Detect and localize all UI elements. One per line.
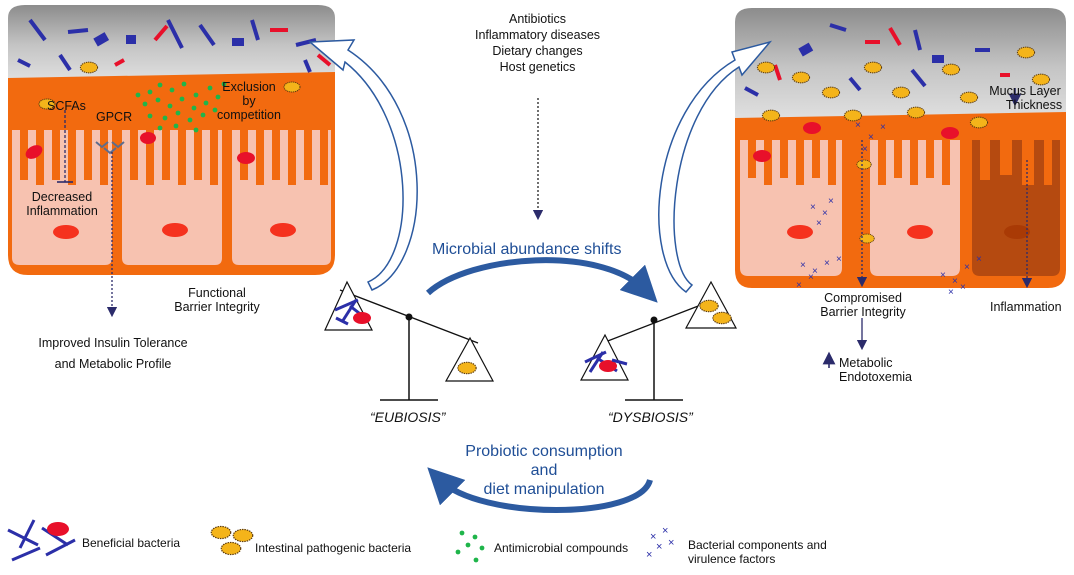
svg-text:×: × [824,258,830,269]
left-outline-arrow [308,39,418,291]
factor-item: Antibiotics [509,12,566,26]
right-tissue-bacteria [753,122,959,162]
svg-text:×: × [656,541,662,553]
probiotic-arrow [427,467,653,513]
microbial-shift-arrow [425,257,658,303]
functional-barrier-label: Functional Barrier Integrity [174,286,260,314]
right-bacterial-components: ××× ××× ××× ××× ××× ××× ×× [796,120,982,298]
svg-text:×: × [976,254,982,265]
svg-text:×: × [810,202,816,213]
legend-beneficial-icon [7,519,76,562]
legend-pathogenic-label: Intestinal pathogenic bacteria [255,541,412,555]
dysbiosis-scale [580,280,738,401]
svg-text:×: × [812,266,818,277]
svg-text:×: × [808,272,814,283]
svg-text:×: × [668,537,674,549]
svg-text:×: × [952,276,958,287]
left-antimicrobial-dots [135,81,227,133]
insulin-label: Improved Insulin Tolerance and Metabolic… [38,336,188,371]
scfas-label: SCFAs [47,99,86,113]
exclusion-label: Exclusion by competition [217,80,281,122]
svg-text:×: × [855,120,861,131]
svg-text:×: × [650,531,656,543]
svg-text:×: × [646,549,652,561]
svg-text:×: × [948,287,954,298]
compromised-barrier-label: Compromised Barrier Integrity [820,291,906,319]
svg-text:×: × [796,280,802,291]
factor-item: Inflammatory diseases [474,28,601,42]
gpcr-receptor-icon [95,141,125,155]
svg-text:×: × [816,218,822,229]
right-mucus-layer [735,8,1066,125]
legend-antimicrobial-label: Antimicrobial compounds [494,541,629,555]
right-mucus-bacteria [744,23,1051,244]
svg-text:×: × [960,282,966,293]
microbial-shift-label: Microbial abundance shifts [432,241,622,258]
mucus-thickness-label: Mucus Layer Thickness [989,84,1063,112]
legend-components-icon: ××× ×× [646,525,674,561]
probiotic-label: Probiotic consumption and diet manipulat… [465,443,623,498]
factor-item: Host genetics [499,60,576,74]
factors-list: Antibiotics Inflammatory diseases Dietar… [455,11,620,75]
right-intestine-panel: ××× ××× ××× ××× ××× ××× ×× [735,8,1066,368]
svg-text:×: × [862,144,868,155]
svg-text:×: × [964,262,970,273]
legend-components-label: Bacterial components and virulence facto… [688,538,827,566]
inflammation-right-label: Inflammation [990,300,1062,314]
svg-text:×: × [880,122,886,133]
svg-text:×: × [800,260,806,271]
left-mucus-bacteria [17,18,332,110]
legend-antimicrobial-icon [455,530,485,563]
left-epithelial-cells [12,130,331,265]
decreased-inflammation-label: Decreased Inflammation [26,190,98,218]
left-intestine-panel [8,5,335,318]
eubiosis-scale [324,280,495,401]
svg-text:×: × [836,254,842,265]
legend-pathogen-icon [210,525,254,556]
dysbiosis-label: “DYSBIOSIS” [608,409,693,425]
metabolic-endotoxemia-label: Metabolic Endotoxemia [839,356,912,384]
svg-text:×: × [868,132,874,143]
gpcr-label: GPCR [96,110,133,124]
svg-text:×: × [822,208,828,219]
svg-text:×: × [828,196,834,207]
factor-item: Dietary changes [492,44,583,58]
svg-text:×: × [662,525,668,537]
legend-beneficial-label: Beneficial bacteria [82,536,181,550]
left-tissue-bacteria [25,132,255,164]
right-outline-arrow [658,40,773,294]
right-epithelial-cells [740,140,1060,276]
svg-text:×: × [940,270,946,281]
eubiosis-label: “EUBIOSIS” [370,409,446,425]
